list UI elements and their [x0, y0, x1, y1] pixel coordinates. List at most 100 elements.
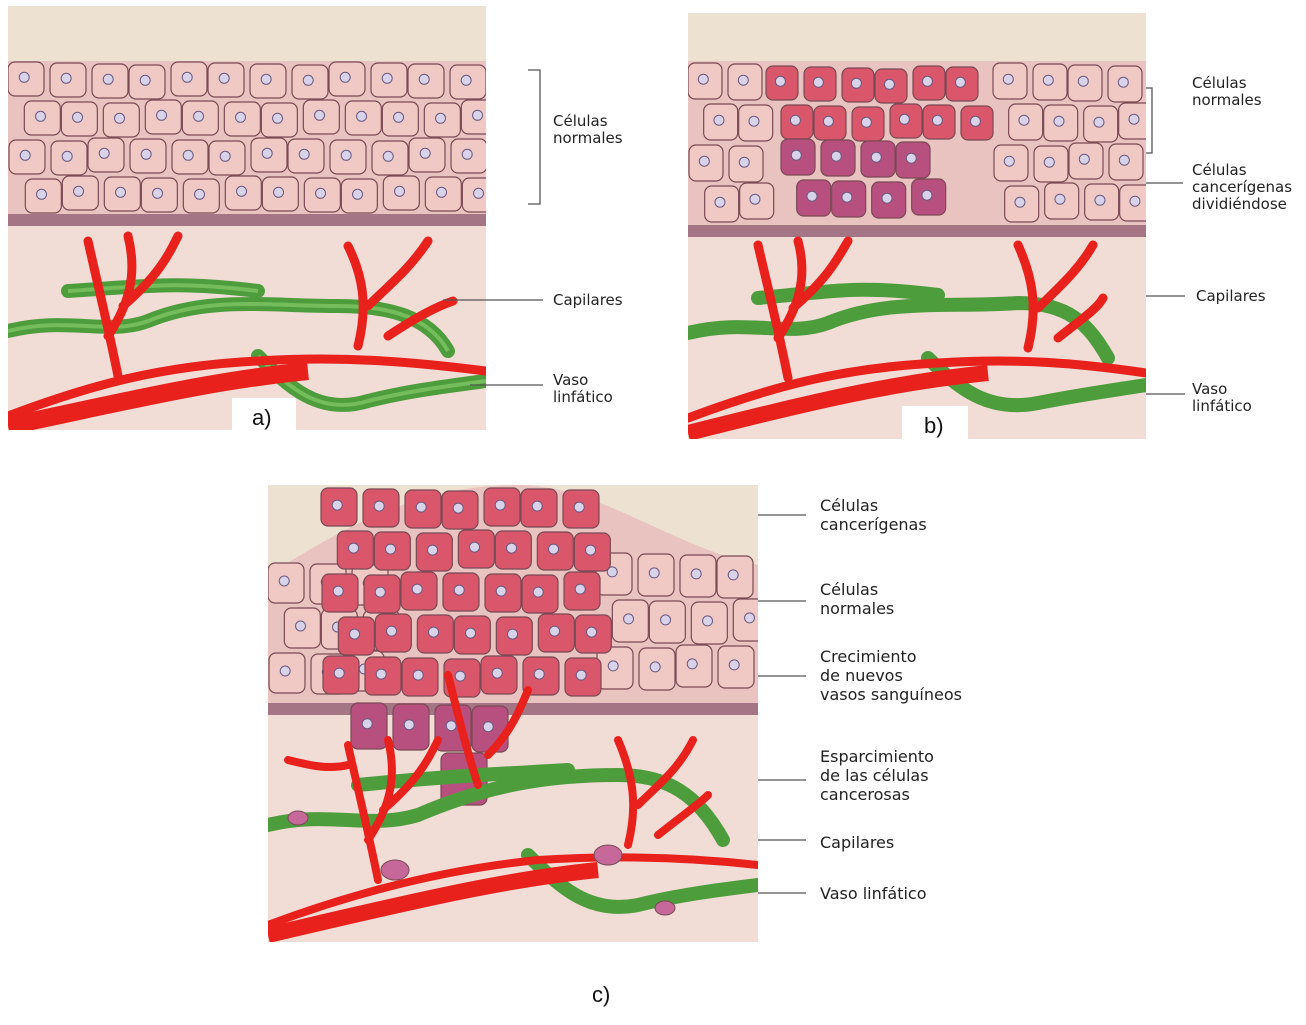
nucleus [906, 153, 916, 163]
nucleus [375, 587, 385, 597]
nucleus [412, 584, 422, 594]
label-normal-cells-b: Células normales [1192, 75, 1262, 109]
nucleus [376, 669, 386, 679]
nucleus [922, 190, 932, 200]
nucleus [416, 502, 426, 512]
nucleus [842, 192, 852, 202]
panel-a-tag: a) [232, 398, 296, 438]
nucleus [387, 626, 397, 636]
nucleus [608, 661, 618, 671]
nucleus [508, 629, 518, 639]
nucleus [738, 75, 748, 85]
nucleus [470, 542, 480, 552]
panel-c-illustration [268, 485, 758, 942]
spreading-cell [288, 811, 308, 825]
spreading-cell [655, 901, 675, 915]
label-dividing-cancer-cells-b: Células cancerígenas dividiéndose [1192, 162, 1292, 213]
nucleus [296, 621, 306, 631]
tissue-drawing-c [268, 485, 758, 942]
spreading-cell [594, 845, 622, 865]
label-new-vessels-c: Crecimiento de nuevos vasos sanguíneos [820, 647, 962, 704]
nucleus [576, 670, 586, 680]
nucleus [280, 666, 290, 676]
nucleus [813, 77, 823, 87]
nucleus [1055, 194, 1065, 204]
nucleus [446, 721, 456, 731]
nucleus [851, 78, 861, 88]
nucleus [1130, 196, 1140, 206]
nucleus [483, 722, 493, 732]
label-spread-c: Esparcimiento de las células cancerosas [820, 747, 934, 804]
nucleus [362, 719, 372, 729]
nucleus [550, 626, 560, 636]
nucleus [454, 585, 464, 595]
label-capillaries-b: Capilares [1196, 288, 1266, 305]
nucleus [507, 543, 517, 553]
nucleus [455, 671, 465, 681]
label-normal-cells-c: Células normales [820, 580, 894, 618]
nucleus [532, 501, 542, 511]
nucleus [728, 570, 738, 580]
basement-membrane-b [688, 225, 1146, 237]
nucleus [691, 569, 701, 579]
basement-membrane-c [268, 703, 758, 715]
nucleus [650, 662, 660, 672]
nucleus [699, 156, 709, 166]
nucleus [334, 668, 344, 678]
nucleus [1094, 117, 1104, 127]
nucleus [899, 114, 909, 124]
nucleus [1015, 197, 1025, 207]
nucleus [970, 116, 980, 126]
nucleus [831, 151, 841, 161]
nucleus [549, 544, 559, 554]
label-capillaries-c: Capilares [820, 833, 894, 852]
cancer-cells-cluster [321, 488, 611, 697]
nucleus [739, 157, 749, 167]
nucleus [492, 668, 502, 678]
nucleus [871, 152, 881, 162]
nucleus [466, 628, 476, 638]
nucleus [574, 502, 584, 512]
nucleus [932, 115, 942, 125]
nucleus [404, 720, 414, 730]
nucleus [1078, 76, 1088, 86]
nucleus [884, 79, 894, 89]
nucleus [332, 500, 342, 510]
spreading-cell [381, 860, 409, 880]
nucleus [1079, 154, 1089, 164]
label-lymph-vessel-c: Vaso linfático [820, 884, 927, 903]
nucleus [955, 77, 965, 87]
panel-c-tag: c) [592, 980, 632, 1016]
nucleus [882, 193, 892, 203]
nucleus [698, 74, 708, 84]
nucleus [624, 614, 634, 624]
nucleus [790, 115, 800, 125]
nucleus [374, 501, 384, 511]
nucleus [1119, 155, 1129, 165]
nucleus [715, 197, 725, 207]
nucleus [495, 500, 505, 510]
nucleus [587, 627, 597, 637]
nucleus [1043, 75, 1053, 85]
nucleus [745, 613, 755, 623]
nucleus [791, 150, 801, 160]
nucleus [1044, 157, 1054, 167]
panel-b-tag: b) [902, 406, 968, 446]
nucleus [534, 669, 544, 679]
nucleus [586, 545, 596, 555]
nucleus [496, 586, 506, 596]
label-lymph-vessel-b: Vaso linfático [1192, 381, 1252, 415]
nucleus [749, 116, 759, 126]
nucleus [453, 503, 463, 513]
tissue-drawing-b [688, 13, 1146, 439]
panel-b-illustration [688, 13, 1146, 439]
nucleus [861, 117, 871, 127]
nucleus [413, 670, 423, 680]
nucleus [922, 76, 932, 86]
nucleus [349, 543, 359, 553]
nucleus [1129, 114, 1139, 124]
nucleus [1095, 195, 1105, 205]
nucleus [775, 76, 785, 86]
nucleus [687, 659, 697, 669]
nucleus [1003, 74, 1013, 84]
